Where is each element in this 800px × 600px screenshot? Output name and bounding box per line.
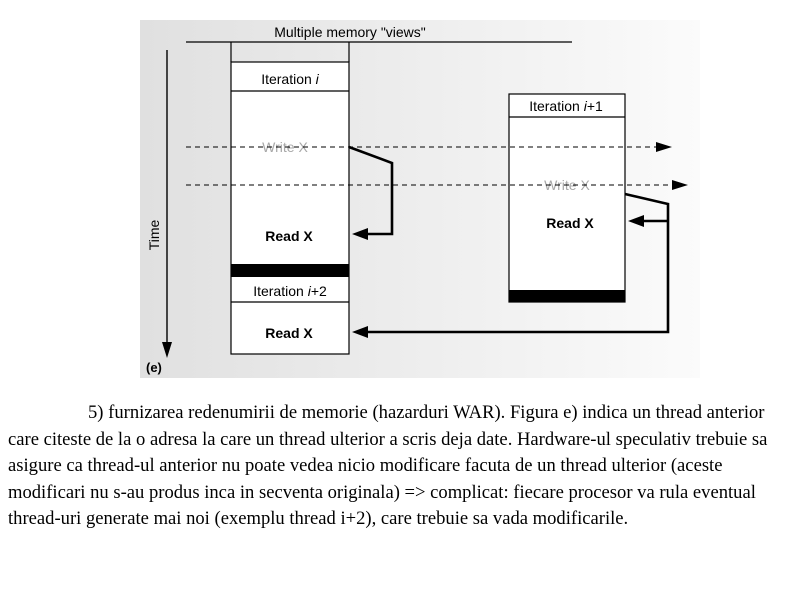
time-axis-arrowhead	[162, 342, 172, 358]
left-write-to-read-arrowhead	[352, 228, 368, 240]
caption-paragraph: 5) furnizarea redenumirii de memorie (ha…	[8, 402, 768, 530]
right-thread-end-bar	[509, 290, 625, 302]
right-thread-box	[508, 93, 626, 303]
bottom-read-x-label: Read X	[265, 325, 313, 341]
right-read-x-label: Read X	[546, 215, 594, 231]
memory-views-diagram: Multiple memory "views" Time Iteration i…	[140, 20, 700, 378]
right-iteration-label: Iteration i+1	[529, 98, 603, 114]
left-write-to-read-arrow	[348, 145, 394, 236]
right-write-to-bottom-read-arrowhead	[352, 326, 368, 338]
left-thread-box	[230, 61, 350, 355]
bottom-iteration-label: Iteration i+2	[253, 283, 327, 299]
time-label: Time	[146, 219, 162, 250]
right-write-to-right-read-arrowhead	[628, 215, 644, 227]
header-label: Multiple memory "views"	[274, 24, 426, 40]
panel-label: (e)	[146, 360, 162, 375]
left-iteration-label: Iteration i	[261, 71, 319, 87]
right-write-to-bottom-read-arrow	[366, 192, 670, 334]
memory-views-figure: Multiple memory "views" Time Iteration i…	[140, 20, 700, 378]
dashed-line-write-left-arrowhead	[656, 142, 672, 152]
left-thread-end-bar	[231, 264, 349, 277]
dashed-line-write-right-arrowhead	[672, 180, 688, 190]
left-read-x-label: Read X	[265, 228, 313, 244]
